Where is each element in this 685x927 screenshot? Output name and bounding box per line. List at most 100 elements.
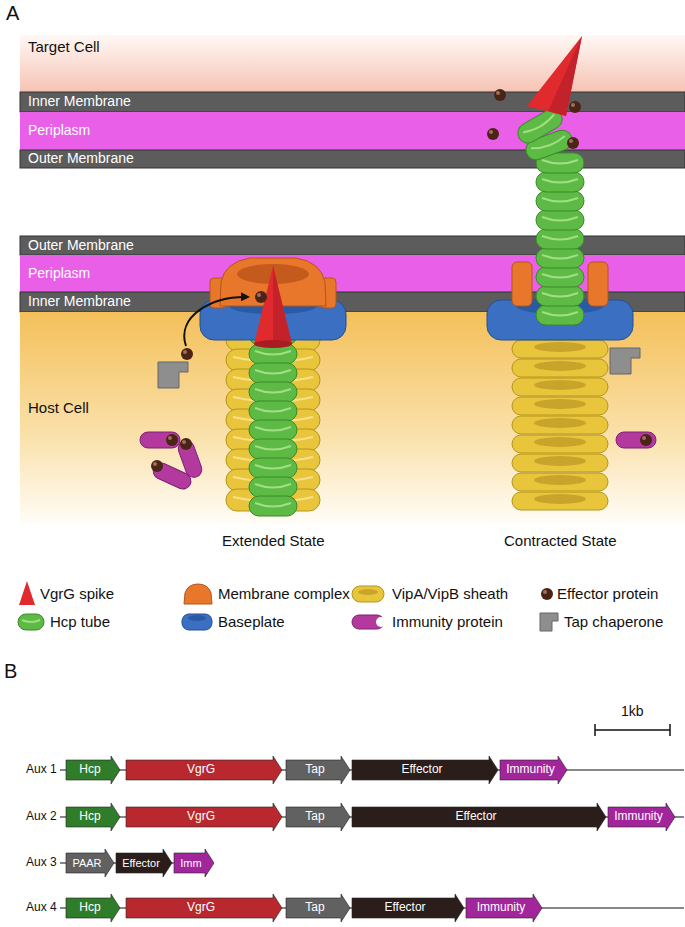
legend-entry: Baseplate [218,614,285,631]
sheath-ring [512,473,608,491]
legend-text: Baseplate [218,613,285,630]
legend-text: Immunity protein [392,613,503,630]
spike-cone [254,266,292,344]
gene-arrow-fill [66,756,120,784]
vgrg-spike-extended [254,266,292,348]
target-cell-region: Target Cell [20,35,685,92]
band-label: Outer Membrane [28,151,134,166]
state-caption: Extended State [222,532,325,549]
gene-arrow-fill [466,894,542,922]
legend-icon-tap [540,613,558,631]
legend-text: Effector protein [557,585,658,602]
tap-chaperone [610,348,640,374]
immunity-protein [616,432,656,448]
hcp-ring [536,248,584,268]
hcp-ring [249,496,297,516]
periplasm-band [20,112,685,150]
state-caption-text: Contracted State [504,532,617,549]
gene-arrow-fill [116,849,172,877]
band-label: Host Cell [28,399,89,416]
gene-arrow-fill [126,894,282,922]
locus-name-text: Aux 1 [26,762,57,776]
effector-protein [255,291,267,303]
immunity-protein [150,460,193,491]
hcp-tube-extended [249,325,297,516]
gene-arrow-fill [286,803,350,831]
hcp-ring [249,420,297,440]
complex-pillar [588,262,608,306]
band-label: Target Cell [28,38,100,55]
legend-entry: Membrane complex [218,586,350,603]
gene-arrow-fill [352,803,606,831]
gene-arrow: Tap [286,756,350,784]
legend-text: Hcp tube [50,613,110,630]
gene-name: Effector [401,763,442,776]
legend-entry: Effector protein [557,586,658,603]
scale-label-text: 1kb [621,703,644,719]
hcp-ring [536,172,584,192]
vgrg-spike-contracted [527,36,582,116]
membrane-band: Inner Membrane [20,292,685,312]
locus-name: Aux 4 [26,901,57,915]
hcp-ring [249,401,297,421]
gene-arrow-fill [286,894,350,922]
effector-protein [181,348,193,360]
gene-arrow-fill [608,803,675,831]
legend-entry: VipA/VipB sheath [392,586,508,603]
gene-arrow: Tap [286,894,350,922]
gene-name: VgrG [187,810,215,823]
membrane-band [20,92,685,112]
gene-arrow: Immunity [608,803,675,831]
host-cell-ground [20,312,685,524]
gene-arrow: PAAR [66,849,114,877]
hcp-ring [249,477,297,497]
gene-arrow-fill [126,803,282,831]
gene-arrow-fill [352,756,498,784]
effector-protein [151,460,163,472]
state-caption-text: Extended State [222,532,325,549]
legend-icon-sheath [352,586,384,602]
gene-arrow: Tap [286,803,350,831]
gene-arrow: Hcp [66,803,120,831]
locus-name-text: Aux 3 [26,855,57,869]
spike-cone [527,36,582,116]
gene-arrow: Effector [352,803,606,831]
gene-name: Immunity [506,763,555,776]
gene-name: VgrG [187,901,215,914]
immunity-group [140,432,204,492]
band-label: Inner Membrane [28,294,131,309]
complex-pillar [512,262,532,306]
spike-shade [273,266,292,344]
legend-entry: Immunity protein [392,614,503,631]
locus-name-text: Aux 2 [26,809,57,823]
membrane-band: Outer Membrane [20,150,685,168]
legend-text: VipA/VipB sheath [392,585,508,602]
panel-letter-text: A [6,2,19,24]
gene-arrow-fill [174,849,214,877]
membrane-band [20,236,685,255]
immunity-protein [140,432,180,448]
gene-name: Tap [305,763,324,776]
effector-protein [569,101,581,113]
legend-entry: VgrG spike [40,586,114,603]
gene-name: Immunity [614,810,663,823]
legend-icon-hcp [18,614,44,630]
target-cell-ground [20,35,685,92]
legend-icon-effector [541,588,553,600]
legend-text: Membrane complex [218,585,350,602]
gene-name: Tap [305,810,324,823]
legend-icon-spike [19,581,35,605]
gene-arrow-fill [500,756,567,784]
gene-name: Hcp [79,901,100,914]
effector-protein [494,89,506,101]
gene-arrow: Imm [174,849,214,877]
hcp-ring [536,267,584,287]
hcp-ring [536,191,584,211]
sheath-ring [512,359,608,377]
legend-entry: Hcp tube [50,614,110,631]
gene-name: Effector [455,810,496,823]
gene-arrow: Hcp [66,894,120,922]
hcp-ring [536,305,584,325]
gene-name: Effector [122,857,160,869]
spike-shade [548,36,582,116]
